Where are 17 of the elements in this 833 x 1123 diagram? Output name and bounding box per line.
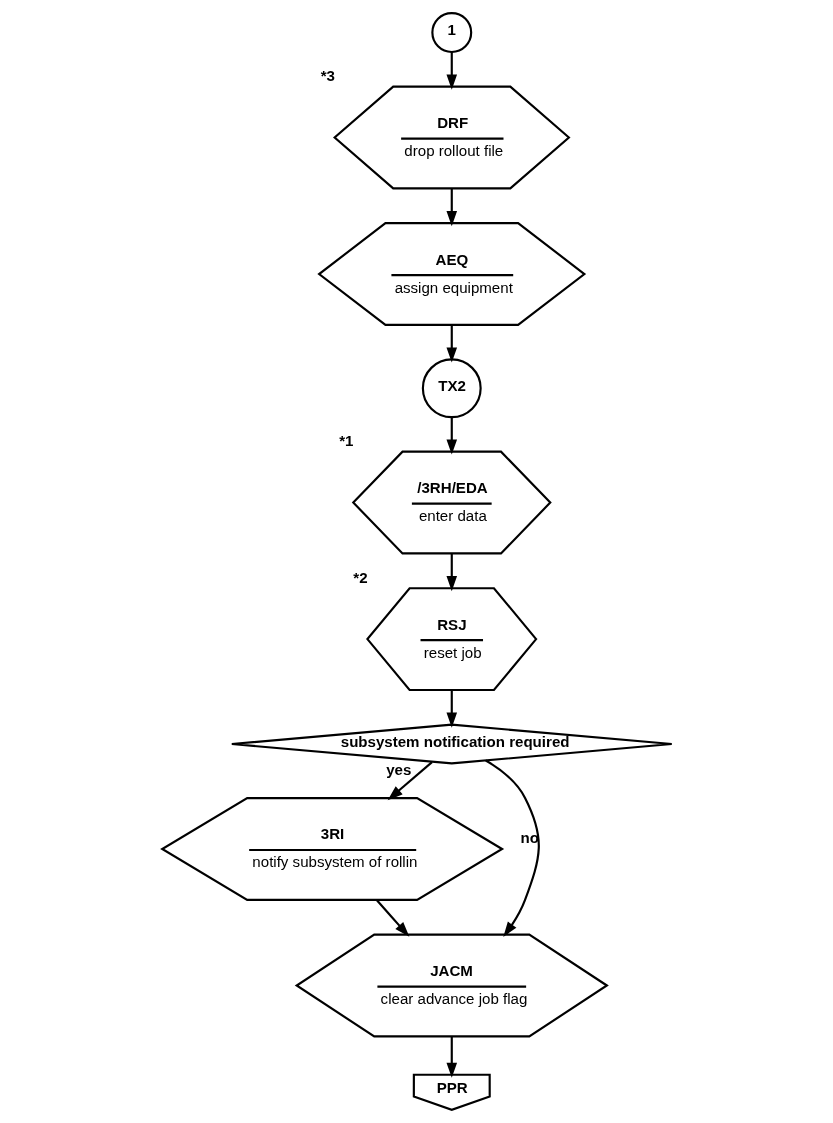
node-label: *3 bbox=[320, 67, 335, 85]
arrow bbox=[387, 761, 433, 801]
node-label: *2 bbox=[352, 568, 368, 586]
arrow bbox=[445, 1036, 457, 1078]
edge-label: no bbox=[519, 828, 539, 846]
arrow bbox=[445, 188, 457, 227]
arrow bbox=[484, 759, 540, 937]
node-circle: 1 bbox=[430, 12, 472, 54]
arrow bbox=[445, 417, 457, 455]
node-circle: TX2 bbox=[421, 358, 482, 419]
arrow bbox=[445, 52, 457, 90]
arrow bbox=[445, 553, 457, 592]
arrow bbox=[375, 899, 409, 937]
node-label: *1 bbox=[338, 432, 353, 450]
arrow bbox=[445, 690, 457, 728]
node-diamond: subsystem notification required bbox=[230, 723, 673, 765]
arrow bbox=[445, 324, 457, 363]
